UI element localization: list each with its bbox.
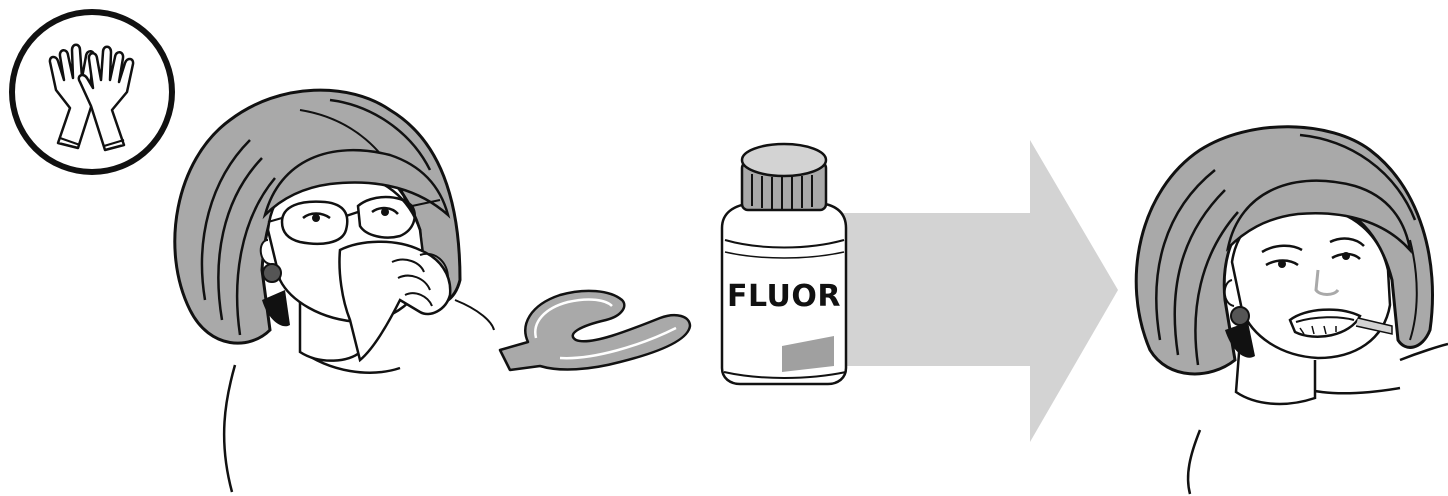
woman-applying-tray (175, 90, 494, 492)
dental-tray (500, 291, 690, 370)
woman-smiling (1136, 127, 1448, 494)
fluoride-bottle: FLUOR (722, 144, 846, 384)
bottle-label: FLUOR (727, 279, 841, 314)
gloves-icon (12, 12, 172, 172)
arrow-right-icon (830, 140, 1118, 442)
